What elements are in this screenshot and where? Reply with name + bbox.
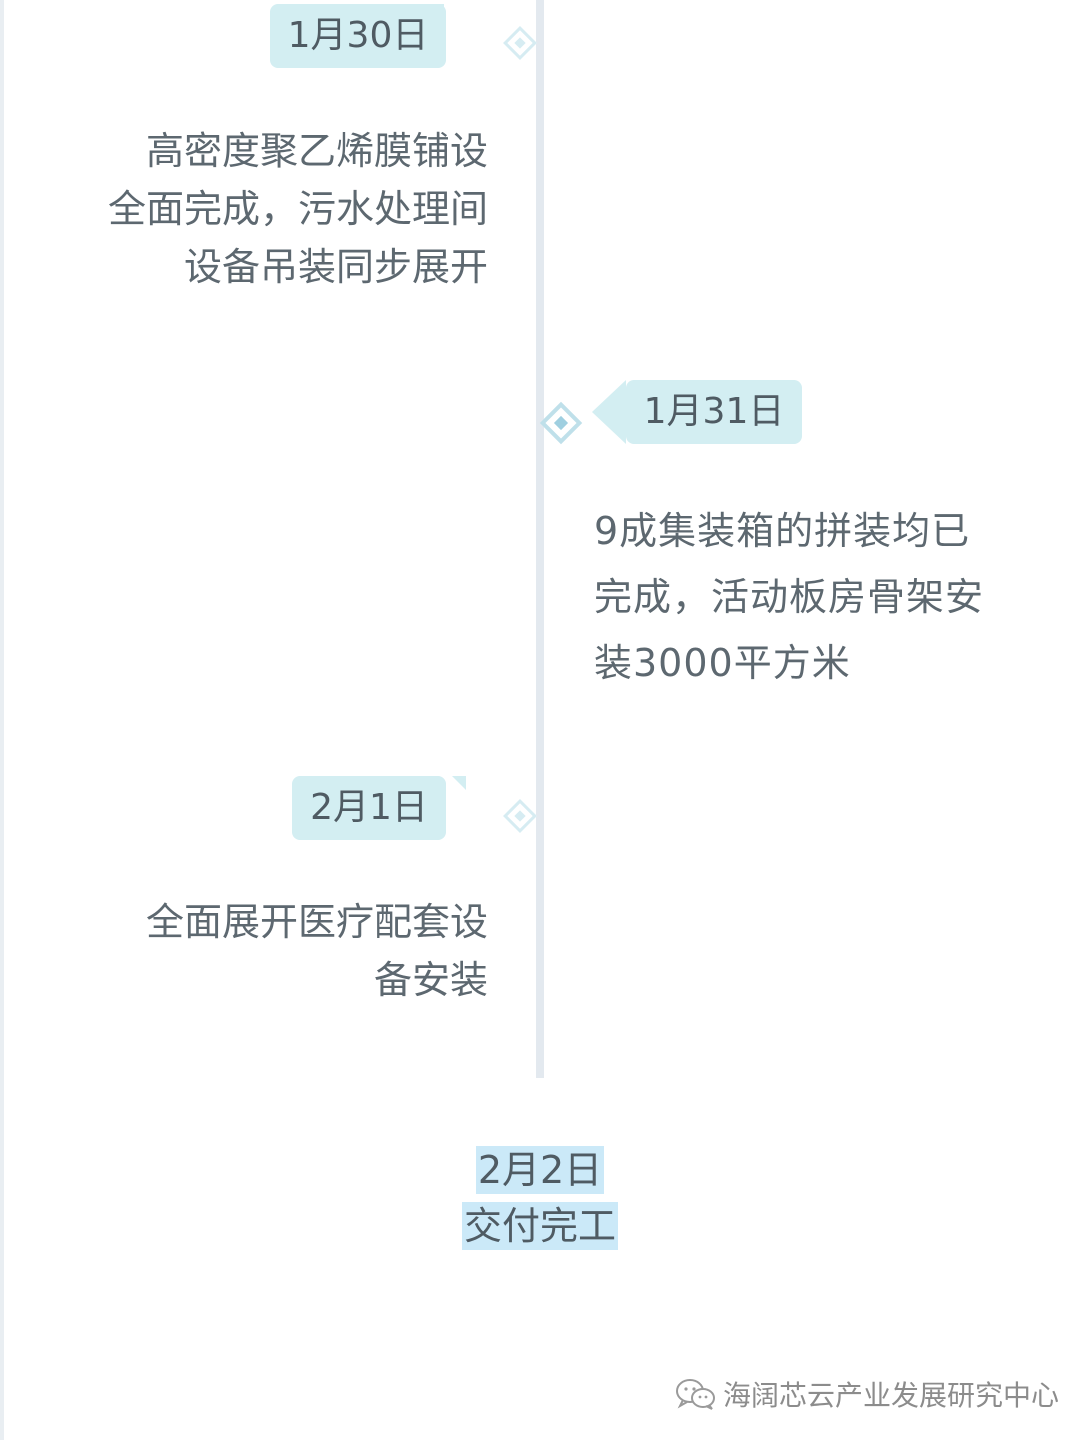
entry-line: 高密度聚乙烯膜铺设	[145, 129, 488, 173]
entry-line: 设备吊装同步展开	[183, 245, 488, 289]
entry-line: 备安装	[373, 958, 488, 1002]
date-tag-jan31: 1月31日	[592, 380, 802, 444]
entry-line: 全面展开医疗配套设	[145, 900, 488, 944]
entry-line: 完成，活动板房骨架安	[594, 575, 985, 619]
final-text: 交付完工	[0, 1200, 1080, 1252]
entry-description-feb1: 全面展开医疗配套设 备安装	[60, 893, 488, 1009]
timeline-marker-icon	[503, 26, 537, 60]
date-tag-label: 1月30日	[287, 15, 429, 56]
watermark: 海阔芯云产业发展研究中心	[675, 1374, 1059, 1414]
date-tag-label: 2月1日	[310, 787, 428, 828]
entry-description-jan31: 9成集装箱的拼装均已 完成，活动板房骨架安 装3000平方米	[594, 498, 1034, 696]
final-date: 2月2日	[0, 1144, 1080, 1196]
entry-line: 装3000平方米	[594, 641, 851, 685]
watermark-text: 海阔芯云产业发展研究中心	[723, 1379, 1060, 1412]
date-tag-jan30: 1月30日	[270, 4, 446, 68]
date-tag-label: 1月31日	[643, 391, 785, 432]
entry-line: 9成集装箱的拼装均已	[594, 509, 971, 553]
date-tag-feb1: 2月1日	[292, 776, 466, 840]
wechat-icon	[676, 1379, 715, 1410]
final-text-label: 交付完工	[461, 1202, 618, 1250]
timeline-marker-icon	[539, 401, 583, 445]
entry-line: 全面完成，污水处理间	[107, 187, 488, 231]
entry-description-jan30: 高密度聚乙烯膜铺设 全面完成，污水处理间 设备吊装同步展开	[60, 122, 488, 296]
final-date-label: 2月2日	[475, 1146, 605, 1194]
left-border	[0, 0, 4, 1440]
timeline-line	[536, 0, 544, 1078]
timeline-marker-icon	[503, 799, 537, 833]
